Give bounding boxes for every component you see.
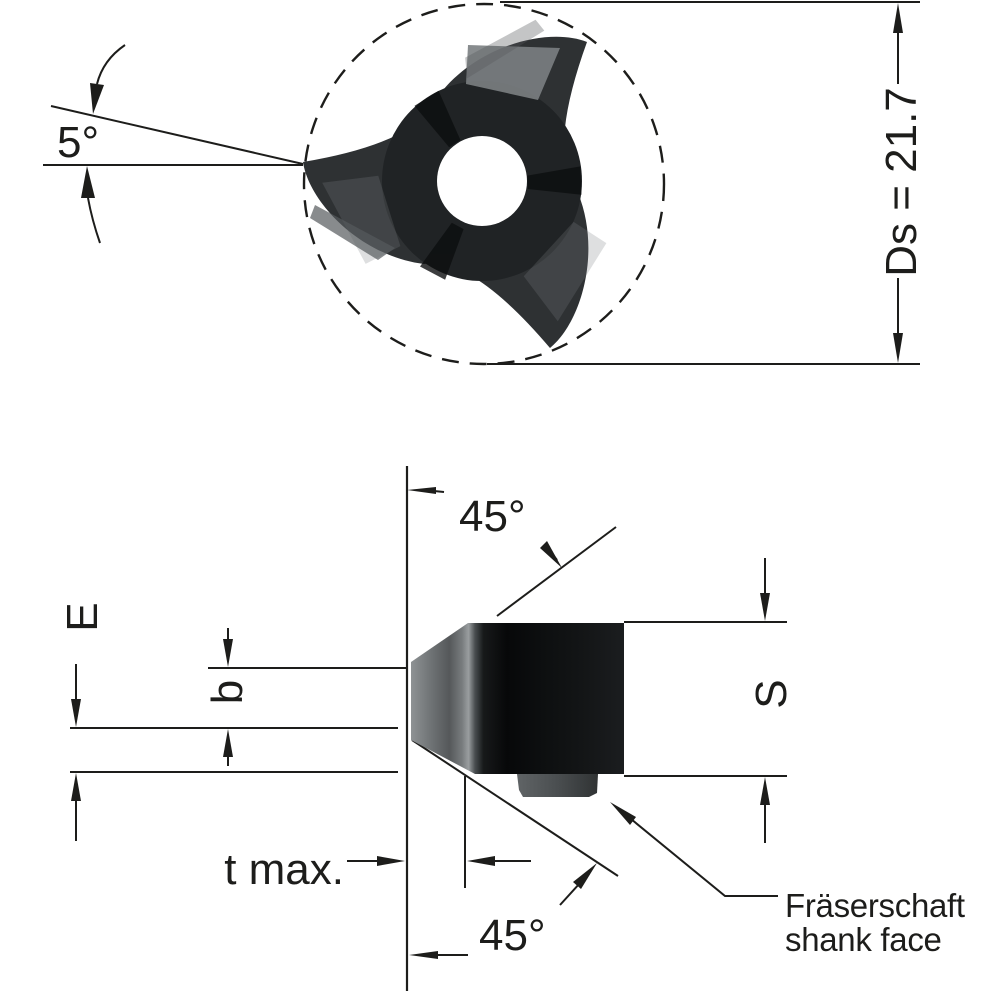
e-b-dimensions [70,628,406,841]
bottom-45-leader-shaft [559,882,581,906]
top-45-arrow-tail [433,490,445,493]
lower-arc-arrowhead [81,166,95,198]
shank-note-english: shank face [785,921,942,958]
shank-contact-pad [517,774,598,797]
ds-dimension-label: Ds = 21.7 [877,87,926,277]
diameter-dimension [487,1,920,365]
rake-angle-annotation [43,44,304,244]
lobe-highlight [523,221,607,322]
upper-arc-arrowhead [90,83,104,114]
bottom-45-left-arrowhead [409,951,438,959]
angle-sloped-line [50,105,304,165]
dim-arrowhead-down [893,333,903,363]
bottom-chamfer-extension-line [411,739,619,877]
leader-arrowhead [610,802,636,825]
side-view: E b S 45° 45° [58,466,965,991]
insert-top-view-photo [303,19,607,348]
e-dimension-label: E [58,602,107,631]
insert-body [411,623,624,774]
insert-side-view-photo [411,623,624,797]
s-arrowhead-down [760,593,770,621]
cutter-highlights [310,19,607,322]
blade-streak [310,205,395,260]
top-45-leader-arrowhead [540,541,562,568]
bottom-45-leader-arrowhead [573,863,597,889]
bottom-chamfer-label: 45° [479,911,546,960]
dashed-pitch-circle [302,2,666,366]
t-max-left-pointing-arrowhead [467,856,495,866]
top-45-left-arrowhead [407,487,436,494]
spoke-shadow [420,222,464,280]
cutter-center-hole [437,136,527,226]
spoke-shadow [414,90,461,148]
upper-arc-arrow [96,44,126,85]
s-dimension [624,558,787,843]
b-arrowhead-down [223,639,233,667]
e-arrowhead-down [71,699,81,727]
shank-note-german: Fräserschaft [785,887,965,924]
lobe-highlight [466,45,560,100]
top-chamfer-dimension-line [496,526,617,617]
b-dimension-label: b [203,680,252,704]
bottom-chamfer-annotation [409,863,597,959]
lower-arc-arrow [87,197,101,244]
top-chamfer-label: 45° [459,492,526,541]
blade-streak [465,19,545,79]
t-max-dimension [347,856,531,866]
angle-5-label: 5° [57,118,99,167]
t-max-label: t max. [224,845,344,894]
b-arrowhead-up [223,729,233,757]
leader-line [630,818,778,897]
shank-face-leader [610,802,778,897]
cutter-spoke-shadows [414,90,582,280]
spoke-shadow [527,166,582,195]
s-dimension-label: S [747,679,796,708]
e-arrowhead-up [71,773,81,801]
s-arrowhead-up [760,777,770,805]
top-view: 5° Ds = 21.7 [43,1,926,366]
top-chamfer-annotation [407,487,562,568]
t-max-right-pointing-arrowhead [377,856,405,866]
dim-arrowhead-up [893,3,903,33]
